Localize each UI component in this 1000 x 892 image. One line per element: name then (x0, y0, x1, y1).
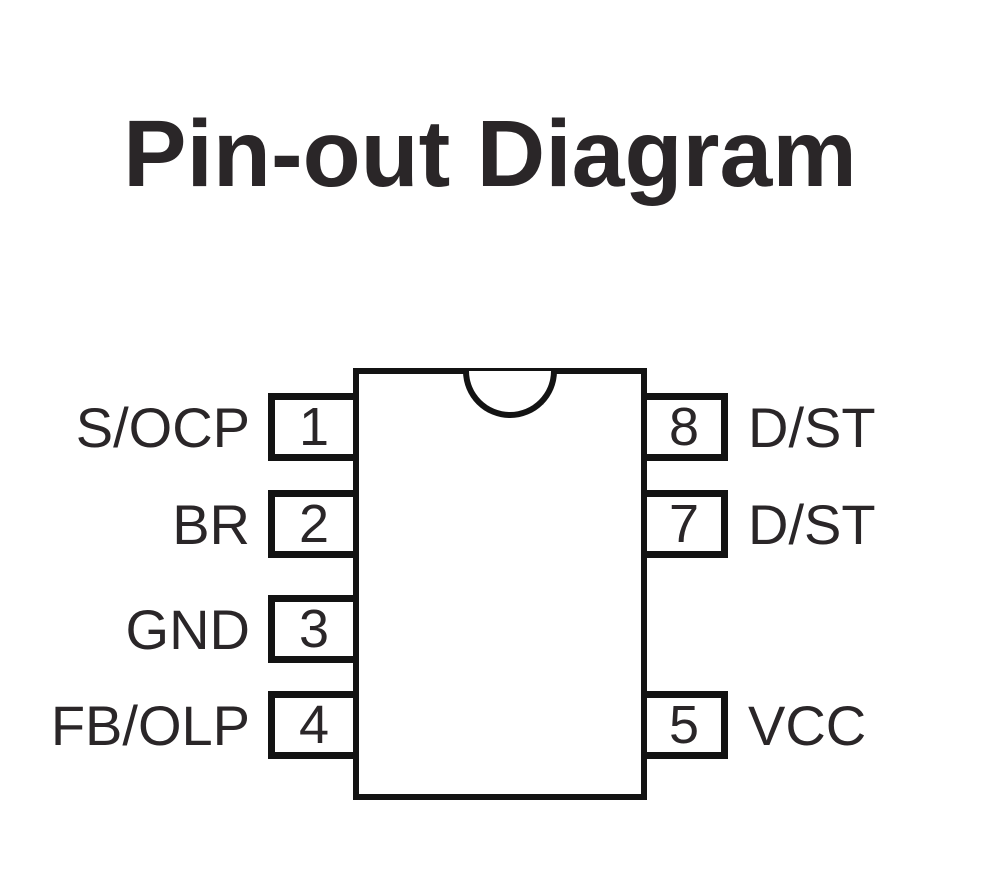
chip-body (353, 368, 647, 800)
pin-box-4: 4 (268, 691, 353, 759)
pin-box-1: 1 (268, 393, 353, 461)
pin-box-7: 7 (647, 490, 728, 558)
pin-box-5: 5 (647, 691, 728, 759)
pin-number-4: 4 (298, 695, 330, 755)
pin-box-3: 3 (268, 595, 353, 663)
pin-label-s-ocp: S/OCP (75, 395, 250, 459)
pin-label-d-st-7: D/ST (748, 492, 876, 556)
pin-number-2: 2 (298, 494, 330, 554)
pin-number-3: 3 (298, 599, 330, 659)
pin-box-8: 8 (647, 393, 728, 461)
pin-number-1: 1 (298, 397, 330, 457)
pin-number-8: 8 (668, 397, 700, 457)
pin-label-fb-olp: FB/OLP (50, 693, 250, 757)
pin-label-d-st-8: D/ST (748, 395, 876, 459)
diagram-title: Pin-out Diagram (123, 101, 857, 207)
pin-label-br: BR (172, 492, 250, 556)
pin-box-2: 2 (268, 490, 353, 558)
pin-number-7: 7 (668, 494, 700, 554)
pin-label-vcc: VCC (748, 693, 867, 757)
pin-number-5: 5 (668, 695, 700, 755)
pin-label-gnd: GND (125, 597, 250, 661)
